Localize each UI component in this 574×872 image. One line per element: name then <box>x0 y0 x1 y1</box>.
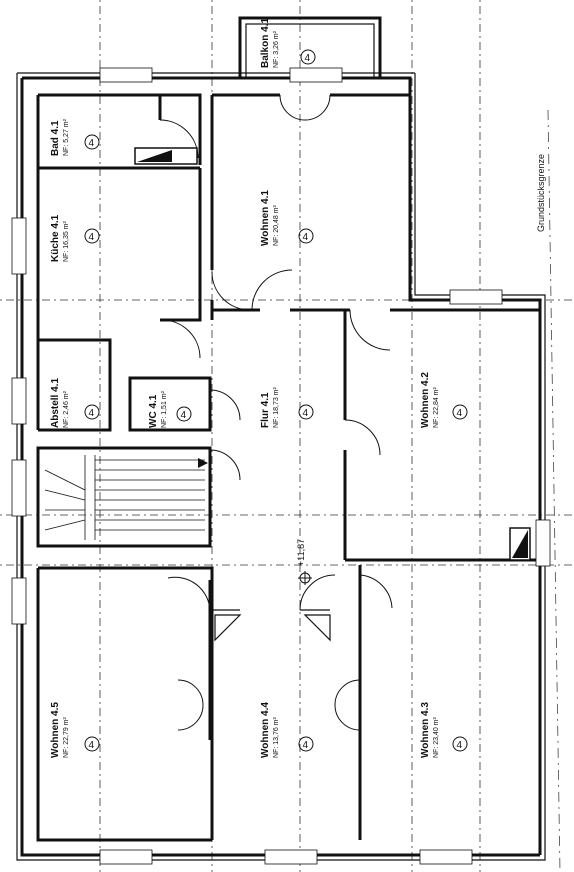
unit-number: 4 <box>305 53 311 64</box>
room-area-abstell: NF: 2,46 m² <box>63 390 70 428</box>
property-boundary-line <box>547 109 561 872</box>
room-area-wohnen-43: NF: 23,40 m² <box>433 716 440 758</box>
room-name-flur: Flur 4.1 <box>260 392 271 428</box>
room-name-wohnen-41: Wohnen 4.1 <box>260 190 271 246</box>
room-labels: Bad 4.1 NF: 5,27 m² 4 Küche 4.1 NF: 16,3… <box>50 18 546 758</box>
unit-number: 4 <box>303 408 309 419</box>
room-name-kueche: Küche 4.1 <box>50 214 61 262</box>
shaft-symbols <box>134 147 531 642</box>
room-area-wohnen-45: NF: 22,79 m² <box>63 716 70 758</box>
room-area-wc: NF: 1,51 m² <box>161 390 168 428</box>
room-area-wohnen-44: NF: 13,76 m² <box>273 716 280 758</box>
staircase <box>44 455 208 540</box>
unit-number: 4 <box>303 740 309 751</box>
room-area-balkon: NF: 3,26 m² <box>273 30 280 68</box>
elevation-marker <box>298 571 312 585</box>
elevation-label: +11,87 <box>296 539 306 566</box>
room-name-abstell: Abstell 4.1 <box>50 378 61 428</box>
room-area-wohnen-42: NF: 22,84 m² <box>433 386 440 428</box>
room-name-bad: Bad 4.1 <box>50 120 61 156</box>
unit-number: 4 <box>457 740 463 751</box>
unit-number: 4 <box>89 408 95 419</box>
room-name-wc: WC 4.1 <box>148 394 159 428</box>
unit-number: 4 <box>457 408 463 419</box>
room-name-wohnen-42: Wohnen 4.2 <box>420 372 431 428</box>
room-name-wohnen-45: Wohnen 4.5 <box>50 702 61 758</box>
room-area-bad: NF: 5,27 m² <box>63 118 70 156</box>
unit-number: 4 <box>181 410 187 421</box>
room-name-balkon: Balkon 4.1 <box>260 18 271 68</box>
unit-number: 4 <box>89 138 95 149</box>
windows <box>11 67 551 865</box>
property-boundary-label: Grundstücksgrenze <box>536 154 546 232</box>
room-area-flur: NF: 18,73 m² <box>273 386 280 428</box>
room-name-wohnen-44: Wohnen 4.4 <box>260 702 271 758</box>
room-area-kueche: NF: 16,35 m² <box>63 220 70 262</box>
interior-walls <box>36 93 540 842</box>
room-area-wohnen-41: NF: 20,48 m² <box>273 204 280 246</box>
unit-number: 4 <box>89 740 95 751</box>
outer-walls <box>16 72 546 861</box>
unit-number: 4 <box>89 232 95 243</box>
unit-number: 4 <box>303 232 309 243</box>
room-name-wohnen-43: Wohnen 4.3 <box>420 702 431 758</box>
